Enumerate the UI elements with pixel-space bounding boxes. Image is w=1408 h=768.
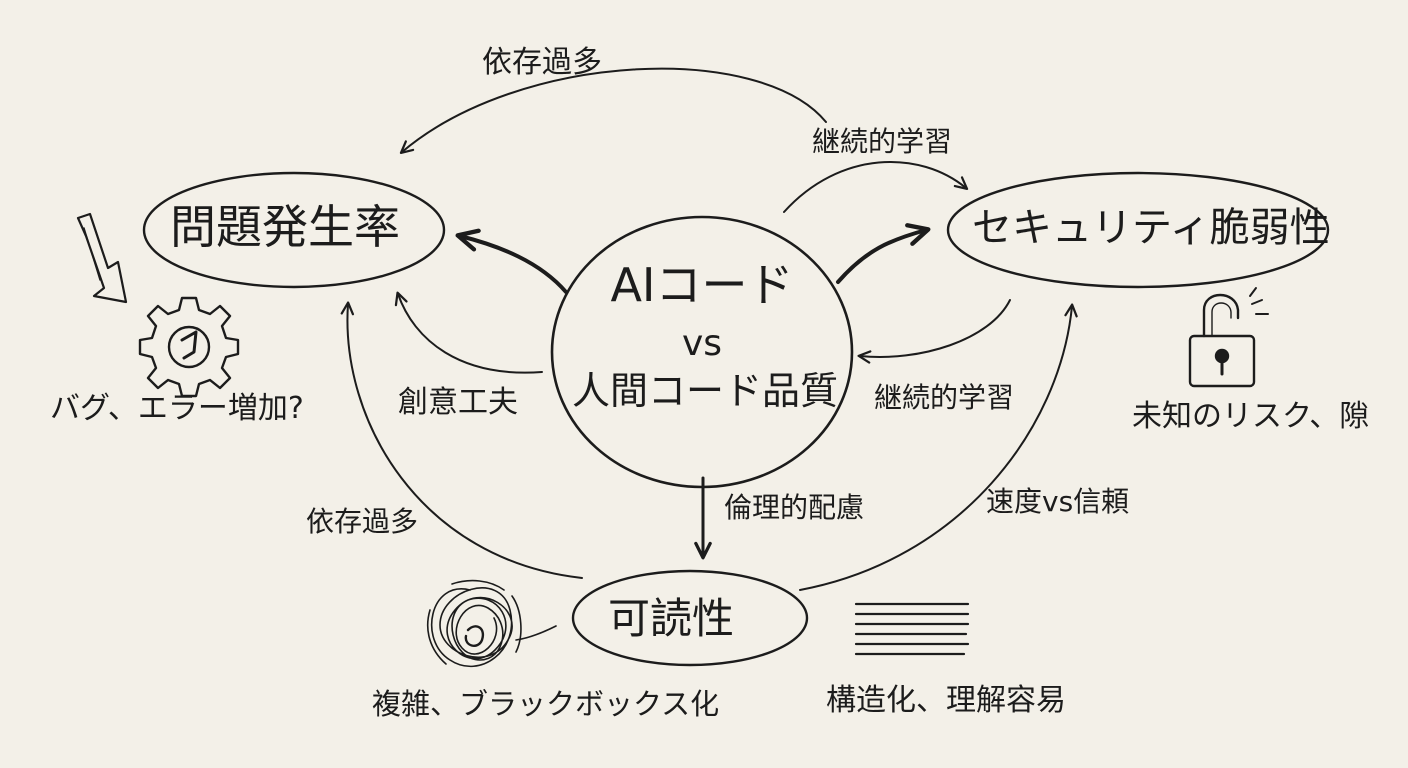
annotation-structured: 構造化、理解容易 — [826, 683, 1066, 718]
edge-label-top-arc: 依存過多 — [482, 45, 602, 80]
security-ellipse — [946, 171, 1330, 289]
edge-label-center-right: 継続的学習 — [874, 381, 1015, 414]
problem-rate-label: 問題発生率 — [170, 200, 400, 254]
edge-label-lower-left: 依存過多 — [306, 505, 419, 538]
edge-label-center-left: 創意工夫 — [398, 385, 518, 420]
center-right-arrow — [857, 299, 1011, 364]
edge-label-top-right: 継続的学習 — [812, 125, 953, 158]
parallel-lines-icon — [854, 602, 970, 656]
center-to-security-arrow — [836, 223, 931, 284]
center-to-problem-arrow — [455, 228, 568, 294]
readability-label: 可読性 — [608, 594, 735, 643]
security-label: セキュリティ脆弱性 — [972, 205, 1330, 251]
edge-label-lower-right: 速度vs信頼 — [986, 485, 1130, 518]
annotation-unknown-risk: 未知のリスク、隙 — [1132, 399, 1370, 434]
edge-label-center-down: 倫理的配慮 — [724, 491, 865, 524]
down-arrow-icon — [76, 212, 128, 304]
lower-left-arrow — [340, 301, 583, 579]
annotation-complex: 複雑、ブラックボックス化 — [372, 687, 720, 721]
center-title-line1: AIコード — [610, 258, 794, 312]
top-right-arrow — [783, 161, 969, 213]
top-arc-arrow — [399, 67, 827, 155]
tangle-scribble-icon — [426, 579, 557, 668]
center-title-line2: vs — [681, 323, 723, 364]
center-title-line3: 人間コード品質 — [572, 369, 839, 413]
center-left-arrow — [394, 291, 543, 374]
readability-ellipse — [571, 569, 809, 667]
open-padlock-icon — [1188, 287, 1269, 388]
annotation-bugs: バグ、エラー増加? — [50, 391, 304, 426]
lower-right-arrow — [799, 303, 1078, 591]
gear-icon — [138, 296, 240, 398]
problem-rate-ellipse — [142, 171, 446, 289]
